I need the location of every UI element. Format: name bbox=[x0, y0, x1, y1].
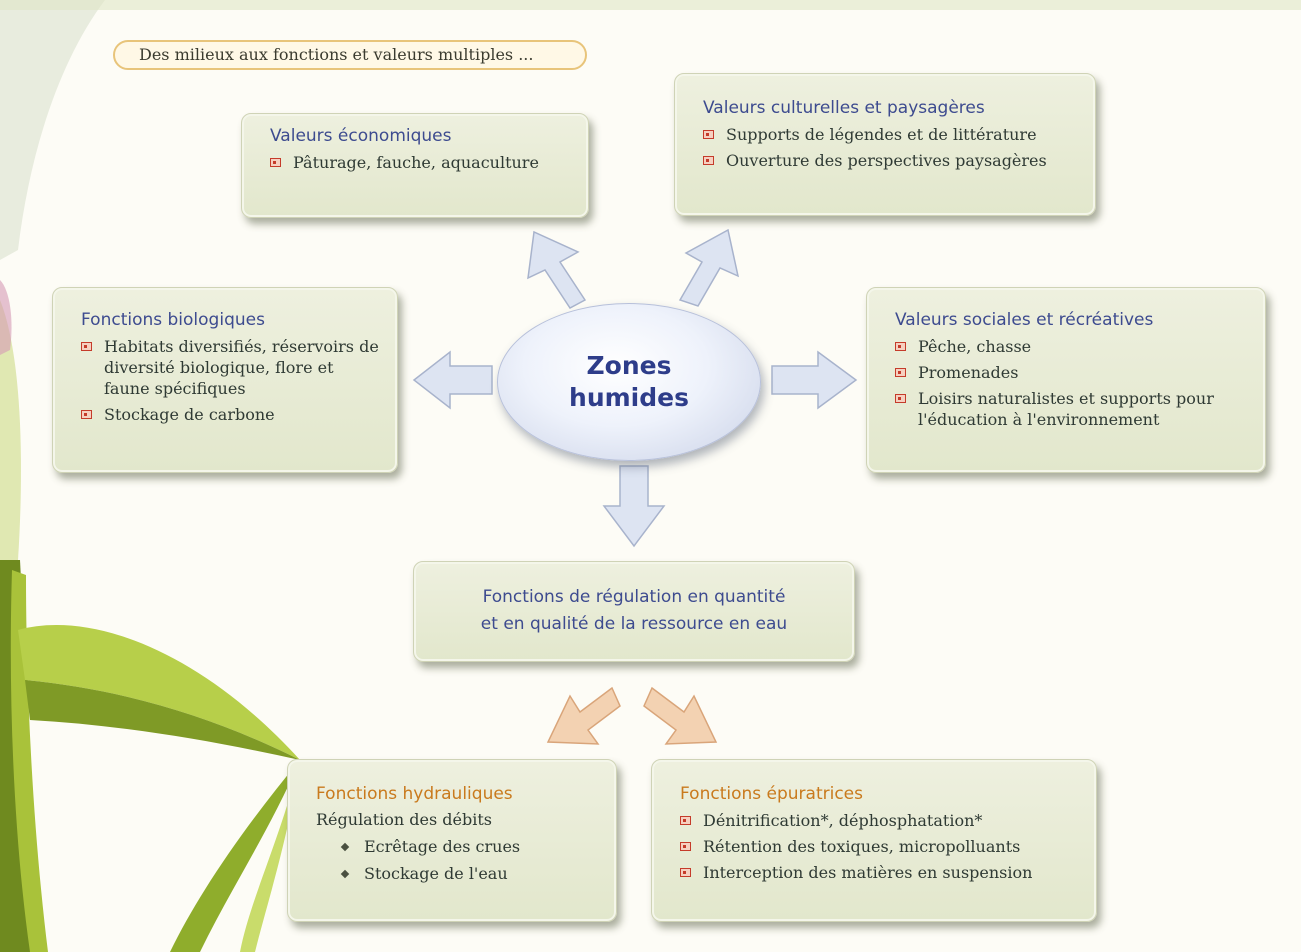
bullet-icon bbox=[680, 842, 691, 851]
arrow-up-left bbox=[527, 230, 587, 309]
box-title: Valeurs sociales et récréatives bbox=[895, 310, 1154, 330]
box-social-values: Valeurs sociales et récréatives Pêche, c… bbox=[866, 287, 1266, 473]
list-item: Promenades bbox=[895, 362, 1247, 383]
arrow-up-right bbox=[678, 228, 740, 307]
bullet-icon bbox=[703, 156, 714, 165]
box-title: Valeurs économiques bbox=[270, 126, 452, 146]
list-item-text: Ecrêtage des crues bbox=[364, 837, 521, 856]
list-item-text: Pêche, chasse bbox=[918, 337, 1032, 356]
list-item: Habitats diversifiés, réservoirs de dive… bbox=[81, 336, 379, 399]
arrow-right bbox=[771, 350, 858, 410]
list-item: Ouverture des perspectives paysagères bbox=[703, 150, 1077, 171]
list-item: Supports de légendes et de littérature bbox=[703, 124, 1077, 145]
box-regulation-functions: Fonctions de régulation en quantité et e… bbox=[413, 561, 855, 662]
list-item-text: Stockage de carbone bbox=[104, 405, 275, 424]
box-purifying-functions: Fonctions épuratrices Dénitrification*, … bbox=[651, 759, 1097, 922]
list-item-text: Dénitrification*, déphosphatation* bbox=[703, 811, 983, 830]
bullet-icon bbox=[680, 816, 691, 825]
arrow-down-left bbox=[546, 686, 621, 745]
box-economic-values: Valeurs économiques Pâturage, fauche, aq… bbox=[241, 113, 589, 218]
box-subtitle: Régulation des débits bbox=[316, 810, 493, 829]
arrow-down bbox=[602, 465, 666, 548]
list-item-text: Loisirs naturalistes et supports pour l'… bbox=[918, 389, 1214, 429]
diamond-bullet-icon bbox=[340, 869, 350, 878]
center-line-1: Zones bbox=[586, 351, 672, 380]
bullet-icon bbox=[895, 342, 906, 351]
box-hydraulic-functions: Fonctions hydrauliques Régulation des dé… bbox=[287, 759, 617, 922]
bullet-icon bbox=[81, 410, 92, 419]
list-item: Ecrêtage des crues bbox=[340, 837, 598, 856]
list-item-text: Ouverture des perspectives paysagères bbox=[726, 151, 1047, 170]
list-item-text: Stockage de l'eau bbox=[364, 864, 508, 883]
box-title: Fonctions biologiques bbox=[81, 310, 265, 330]
list-item: Dénitrification*, déphosphatation* bbox=[680, 810, 1078, 831]
list-item-text: Pâturage, fauche, aquaculture bbox=[293, 153, 539, 172]
list-item: Loisirs naturalistes et supports pour l'… bbox=[895, 388, 1247, 430]
arrow-down-right bbox=[643, 686, 718, 745]
list-item-text: Supports de légendes et de littérature bbox=[726, 125, 1037, 144]
list-item: Rétention des toxiques, micropolluants bbox=[680, 836, 1078, 857]
bullet-icon bbox=[270, 158, 281, 167]
list-item-text: Interception des matières en suspension bbox=[703, 863, 1033, 882]
regulation-line-1: Fonctions de régulation en quantité bbox=[482, 587, 786, 607]
list-item-text: Habitats diversifiés, réservoirs de dive… bbox=[104, 337, 379, 398]
bullet-icon bbox=[895, 368, 906, 377]
box-biological-functions: Fonctions biologiques Habitats diversifi… bbox=[52, 287, 398, 473]
list-item: Stockage de l'eau bbox=[340, 864, 598, 883]
diamond-bullet-icon bbox=[340, 842, 350, 851]
bullet-icon bbox=[680, 868, 691, 877]
bullet-icon bbox=[895, 394, 906, 403]
arrow-left bbox=[412, 350, 493, 410]
bullet-icon bbox=[703, 130, 714, 139]
list-item-text: Rétention des toxiques, micropolluants bbox=[703, 837, 1021, 856]
box-title: Fonctions épuratrices bbox=[680, 784, 863, 804]
list-item-text: Promenades bbox=[918, 363, 1019, 382]
list-item: Stockage de carbone bbox=[81, 404, 379, 425]
list-item: Interception des matières en suspension bbox=[680, 862, 1078, 883]
box-title: Valeurs culturelles et paysagères bbox=[703, 98, 985, 118]
header-label: Des milieux aux fonctions et valeurs mul… bbox=[113, 40, 587, 70]
list-item: Pêche, chasse bbox=[895, 336, 1247, 357]
regulation-line-2: et en qualité de la ressource en eau bbox=[480, 614, 788, 634]
center-line-2: humides bbox=[569, 383, 689, 412]
list-item: Pâturage, fauche, aquaculture bbox=[270, 152, 570, 173]
center-wetlands-node: Zones humides bbox=[497, 303, 761, 461]
box-title: Fonctions hydrauliques bbox=[316, 784, 513, 804]
bullet-icon bbox=[81, 342, 92, 351]
box-cultural-values: Valeurs culturelles et paysagères Suppor… bbox=[674, 73, 1096, 216]
